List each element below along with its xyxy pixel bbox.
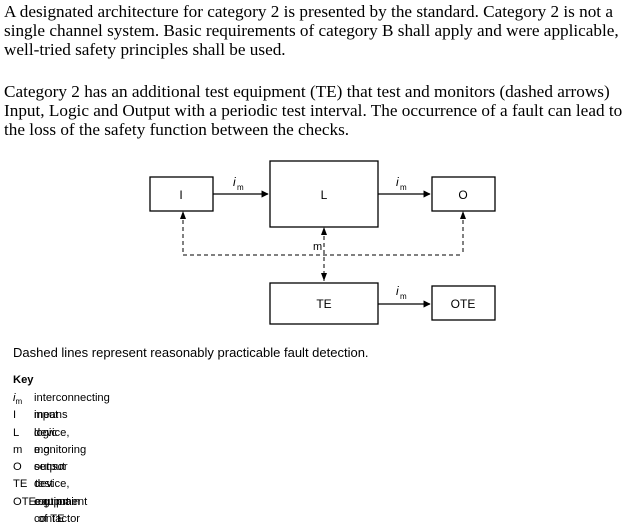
input-block-label: I bbox=[179, 188, 182, 202]
connection-label-te-ote: i m bbox=[396, 284, 407, 301]
svg-text:i: i bbox=[233, 175, 236, 189]
svg-text:m: m bbox=[237, 183, 244, 192]
key-description: interconnecting means bbox=[34, 392, 110, 422]
ote-block-label: OTE bbox=[451, 297, 476, 311]
key-symbol: m bbox=[13, 443, 23, 456]
monitor-arrow-output bbox=[460, 211, 466, 219]
key-item-monitoring: m monitoring bbox=[13, 442, 86, 459]
key-item-ote: OTE output of TE bbox=[13, 494, 69, 525]
monitor-arrow-logic-down bbox=[321, 273, 327, 281]
te-block-label: TE bbox=[316, 297, 331, 311]
key-title: Key bbox=[13, 374, 34, 386]
key-item-output: O output device, e.g. main contactor bbox=[13, 459, 80, 525]
category-2-architecture-diagram: I L O TE OTE i m i m i m m bbox=[149, 160, 496, 325]
ote-block bbox=[431, 285, 496, 321]
output-block-label: O bbox=[458, 188, 467, 202]
key-item-logic: L logic bbox=[13, 425, 57, 442]
svg-text:i: i bbox=[396, 284, 399, 298]
test-equipment-paragraph: Category 2 has an additional test equipm… bbox=[4, 82, 623, 139]
key-description: test equipment bbox=[35, 478, 88, 508]
output-block bbox=[431, 176, 496, 212]
diagram-caption: Dashed lines represent reasonably practi… bbox=[13, 345, 369, 360]
key-item-interconnecting-means: im interconnecting means bbox=[13, 390, 110, 421]
key-symbol: I bbox=[13, 409, 17, 422]
svg-text:m: m bbox=[400, 292, 407, 301]
svg-text:m: m bbox=[400, 183, 407, 192]
key-description: monitoring bbox=[34, 443, 87, 456]
key-item-input: I input device, e.g. sensor bbox=[13, 407, 69, 473]
monitoring-label: m bbox=[313, 241, 322, 253]
key-symbol: OTE bbox=[13, 495, 36, 508]
key-symbol: im bbox=[13, 392, 23, 406]
intro-paragraph: A designated architecture for category 2… bbox=[4, 2, 619, 59]
svg-text:i: i bbox=[396, 175, 399, 189]
monitor-arrow-input bbox=[180, 211, 186, 219]
monitor-arrow-logic-up bbox=[321, 227, 327, 235]
key-symbol: O bbox=[13, 461, 22, 474]
logic-block-label: L bbox=[321, 188, 328, 202]
key-description: logic bbox=[34, 426, 58, 439]
key-description: output of TE bbox=[38, 495, 70, 526]
key-legend: Key im interconnecting means I input dev… bbox=[13, 374, 110, 525]
connection-label-input-logic: i m bbox=[233, 175, 244, 192]
connection-label-logic-output: i m bbox=[396, 175, 407, 192]
key-symbol: TE bbox=[13, 478, 28, 491]
key-symbol: L bbox=[13, 426, 20, 439]
key-item-test-equipment: TE test equipment bbox=[13, 476, 87, 507]
key-description: input device, e.g. sensor bbox=[34, 409, 70, 474]
